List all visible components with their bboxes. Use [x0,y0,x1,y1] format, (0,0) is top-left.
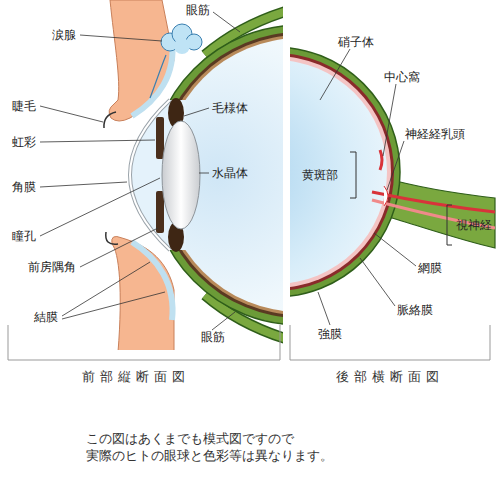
lens [162,121,200,229]
back-section [290,47,495,297]
blood-vessel [372,192,495,212]
bracket [447,205,452,245]
part-label: 神経経乳頭 [405,127,465,141]
iris [156,117,164,159]
part-label: 角膜 [12,180,36,194]
leader-line [40,178,160,236]
retina [160,35,283,315]
part-label: 毛様体 [212,101,248,115]
optic-nerve [385,178,495,248]
caption-note: この図はあくまでも模式図ですので 実際のヒトの眼球と色彩等は異なります。 [86,430,426,464]
part-label: 水晶体 [212,166,248,180]
leader-lines [40,12,416,330]
part-label: 眼筋 [201,330,225,344]
part-label: 眼筋 [186,3,210,17]
leader-line [212,312,235,330]
section-bracket [8,325,280,360]
part-label: 脈絡膜 [397,303,433,317]
lower-eyelid [112,236,174,350]
choroid [290,53,394,291]
part-label: 網膜 [418,261,442,275]
conjunctiva [132,40,173,116]
leader-line [40,140,155,142]
leader-line [320,49,350,100]
part-label: 涙腺 [52,28,76,42]
leader-line [80,35,162,41]
choroid [157,32,283,318]
lacrimal-gland [161,24,202,54]
fovea [380,150,382,170]
upper-eyelid [109,0,174,121]
leader-line [360,258,395,306]
front-section [104,0,283,350]
eyelash [104,112,116,128]
bracket [350,152,356,198]
part-label: 黄斑部 [302,168,338,182]
leader-line [40,106,103,122]
leader-line [40,182,127,187]
leader-line [62,292,165,319]
leader-line [199,173,209,174]
part-label: 睫毛 [12,99,36,113]
lacrimal-duct [150,55,166,98]
vitreous [163,38,283,312]
eyelash [106,232,118,244]
section-bracket [290,325,490,360]
iris [156,191,164,233]
part-label: 視神経 [456,218,492,232]
part-label: 虹彩 [12,135,36,149]
part-label: 硝子体 [338,35,374,49]
sclera [290,47,400,297]
leader-line [374,233,416,266]
vitreous [290,60,387,284]
conjunctiva [132,242,173,320]
leader-line [184,108,209,116]
leader-line [387,141,404,190]
part-label: 結膜 [34,310,58,324]
leader-line [318,292,330,325]
leader-line [80,228,158,267]
leader-line [383,84,396,156]
section-title: 前部縦断面図 [82,370,190,384]
part-label: 瞳孔 [12,229,36,243]
part-label: 強膜 [318,327,342,341]
retina [290,56,391,288]
leader-line [213,12,240,32]
lacrimal-gland [174,38,190,54]
part-label: 前房隅角 [28,260,76,274]
section-title: 後部横断面図 [336,370,444,384]
part-label: 中心窩 [384,70,420,84]
